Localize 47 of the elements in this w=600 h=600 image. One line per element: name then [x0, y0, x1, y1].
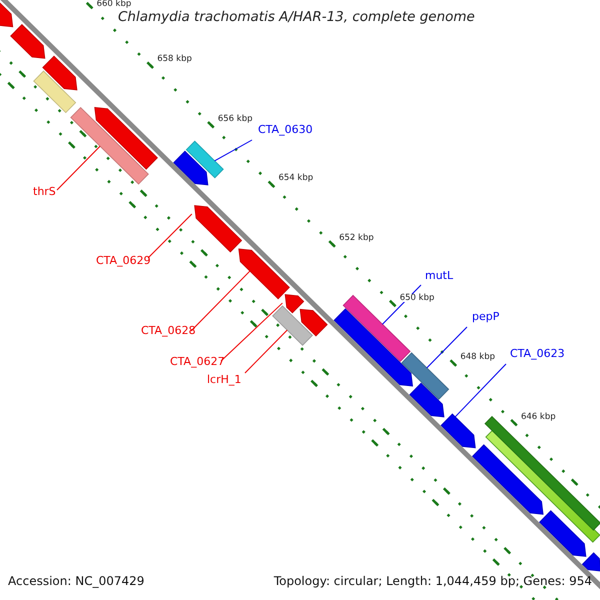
gene-feature: [10, 24, 46, 59]
gene-feature: [334, 308, 414, 387]
leader-line: [56, 146, 101, 190]
gene-label: mutL: [425, 270, 454, 281]
scale-label: 656 kbp: [216, 114, 254, 124]
gene-feature: [409, 382, 444, 418]
leader-line: [190, 270, 250, 332]
title: Chlamydia trachomatis A/HAR-13, complete genome: [118, 11, 475, 24]
genome-info: Topology: circular; Length: 1,044,459 bp; Genes: 954: [274, 575, 592, 587]
scale-label: 648 kbp: [459, 353, 496, 362]
leader-line: [148, 214, 192, 258]
gene-feature: [194, 205, 242, 252]
feature-bar: [70, 106, 149, 185]
leader-line: [454, 364, 506, 418]
scale-label: 658 kbp: [156, 55, 193, 64]
gene-label: thrS: [33, 186, 56, 197]
gene-label: pepP: [472, 311, 500, 322]
gene-feature: [440, 413, 476, 448]
scale-label: 646 kbp: [520, 412, 557, 422]
gene-feature: [238, 248, 290, 300]
gene-feature: [0, 0, 14, 28]
gene-feature: [94, 106, 158, 170]
gene-label: CTA_0630: [258, 124, 313, 135]
leader-line: [426, 326, 468, 368]
feature-bar: [401, 352, 450, 400]
accession-label: Accession: NC_007429: [8, 575, 144, 587]
scale-label: 654 kbp: [277, 174, 314, 183]
gene-feature: [300, 308, 328, 337]
gene-label: CTA_0628: [141, 325, 196, 336]
gene-label: CTA_0627: [170, 356, 225, 367]
leader-line: [214, 140, 252, 162]
gene-feature: [539, 510, 586, 557]
gene-feature: [42, 56, 78, 90]
feature-bar: [186, 140, 224, 178]
gene-label: CTA_0629: [96, 255, 151, 266]
scale-label: 652 kbp: [338, 234, 375, 242]
leader-line: [244, 330, 288, 374]
scale-label: 650 kbp: [398, 294, 436, 302]
leader-line: [220, 302, 283, 362]
gene-feature: [582, 552, 600, 572]
gene-feature: [173, 150, 208, 186]
feature-bar: [33, 70, 76, 114]
gene-label: lcrH_1: [207, 374, 242, 385]
gene-feature: [284, 294, 304, 314]
gene-feature: [472, 444, 544, 515]
feature-bar: [272, 305, 313, 346]
gene-label: CTA_0623: [510, 348, 565, 359]
